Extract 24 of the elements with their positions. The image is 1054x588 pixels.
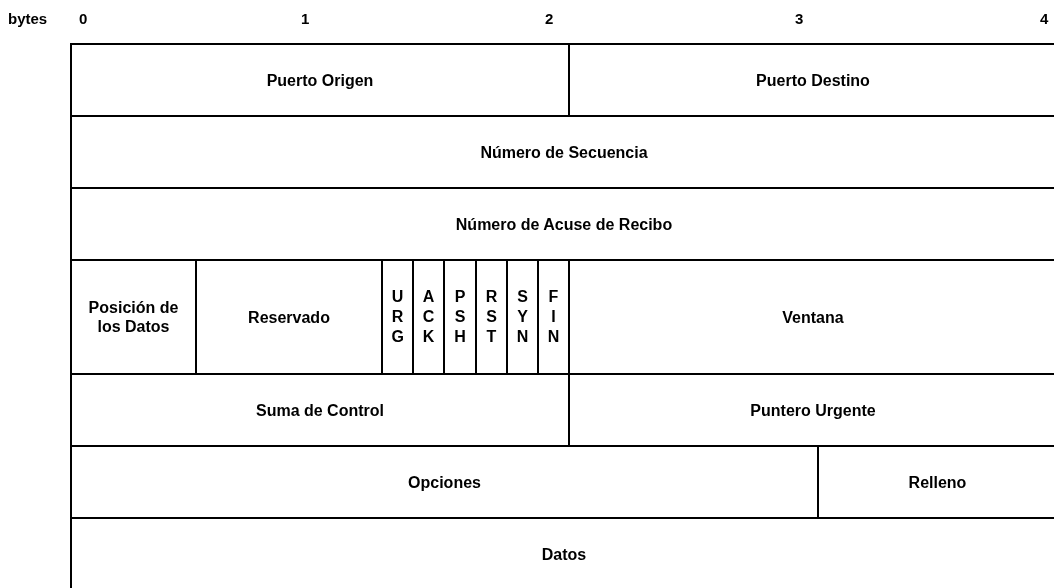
- flag-name: FIN: [547, 287, 560, 347]
- field-name: Opciones: [408, 472, 481, 492]
- field-name: Reservado: [248, 307, 330, 327]
- byte-number: 0: [79, 10, 88, 27]
- field-name: Puerto Origen: [266, 70, 374, 90]
- field-name: Suma de Control: [256, 400, 384, 420]
- field-name: Ventana: [782, 307, 844, 327]
- flag-name: ACK: [422, 287, 435, 347]
- field-name: Número de Secuencia: [480, 142, 648, 162]
- flag-name: SYN: [516, 287, 529, 347]
- byte-number: 2: [545, 10, 554, 27]
- byte-number: 4: [1040, 10, 1049, 27]
- flag-name: RST: [485, 287, 498, 347]
- field-name: Posición de los Datos: [88, 298, 179, 336]
- field-name: Número de Acuse de Recibo: [455, 214, 673, 234]
- flag-name: URG: [391, 287, 404, 347]
- field-name: Relleno: [908, 472, 967, 492]
- flag-name: PSH: [454, 287, 466, 347]
- field-name: Puerto Destino: [756, 70, 870, 90]
- field-name: Datos: [541, 545, 587, 564]
- field-name: Puntero Urgente: [750, 400, 876, 420]
- byte-number: 1: [301, 10, 310, 27]
- byte-number: 3: [795, 10, 804, 27]
- axis-label: bytes: [8, 10, 48, 27]
